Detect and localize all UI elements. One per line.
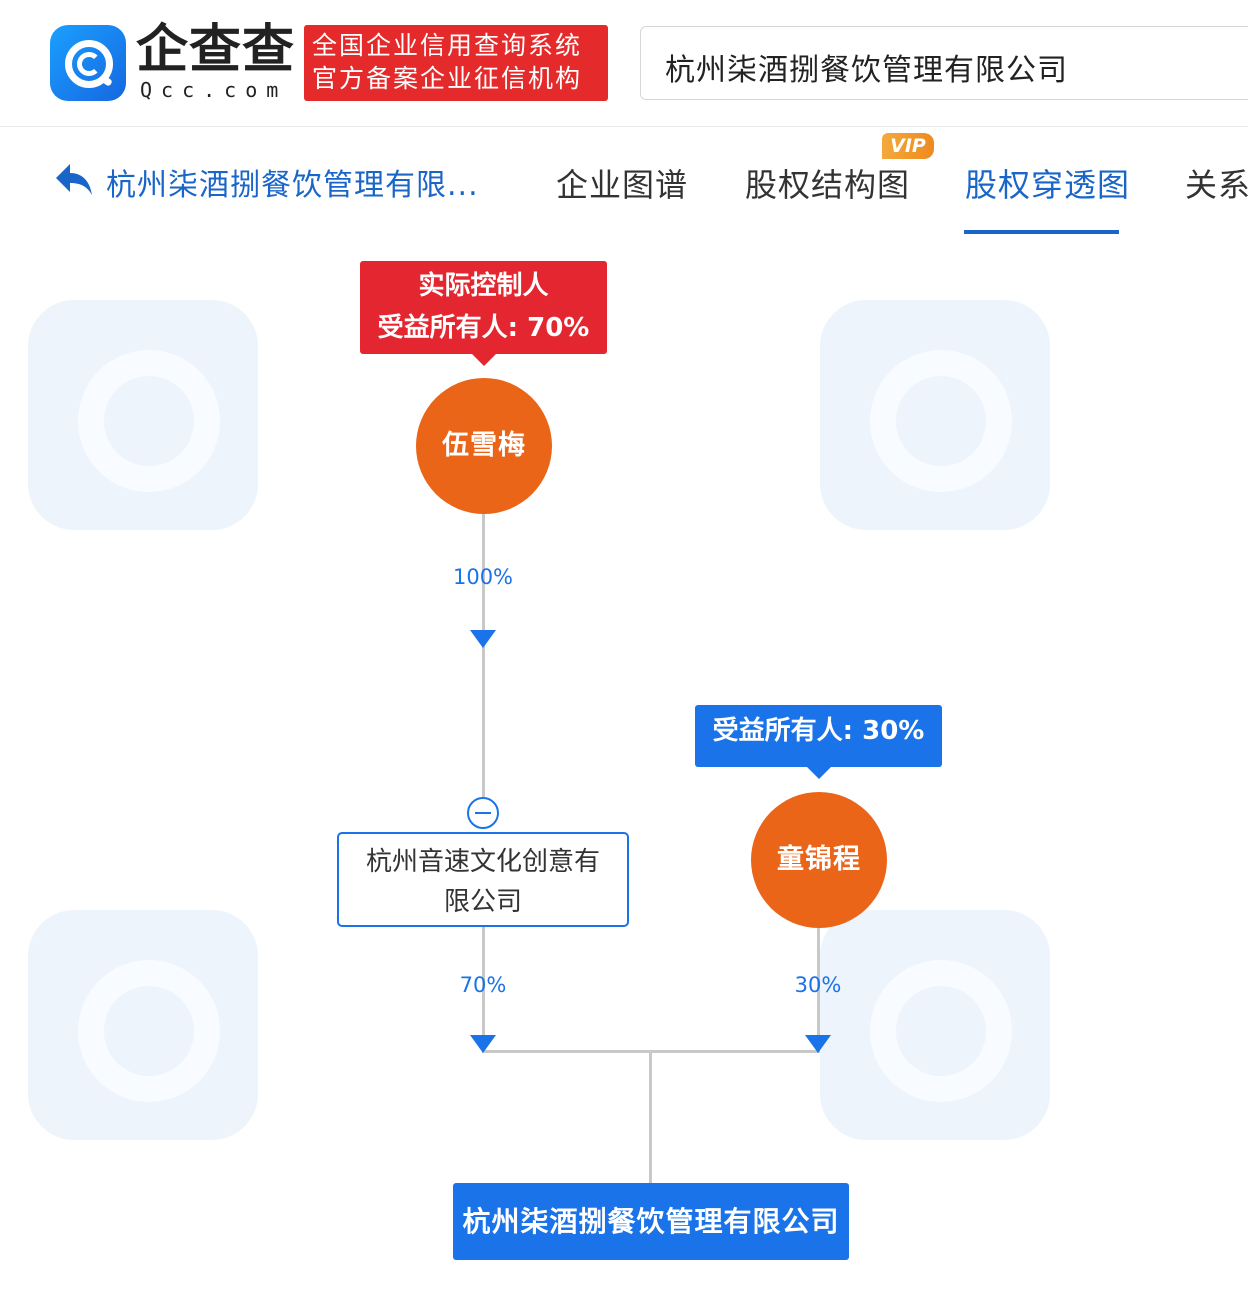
- down-arrow-icon: [470, 630, 496, 648]
- company-title-link[interactable]: 杭州柒酒捌餐饮管理有限...: [106, 168, 479, 203]
- qcc-logo-icon[interactable]: [50, 25, 126, 101]
- back-arrow-icon[interactable]: [54, 162, 94, 198]
- edge-person2-down: [817, 926, 820, 1052]
- controller-tag-line-2: 受益所有人: 70%: [377, 313, 590, 343]
- logo-text[interactable]: 企查查: [136, 20, 296, 80]
- top-header: 企查查 Qcc.com 全国企业信用查询系统 官方备案企业征信机构 杭州柒酒捌餐…: [0, 0, 1248, 127]
- beneficial-owner-tag-text: 受益所有人: 30%: [712, 716, 925, 746]
- shareholder-node-1[interactable]: 伍雪梅: [416, 378, 552, 514]
- vip-badge: VIP: [882, 133, 934, 159]
- edge-person1-to-intermediate: [482, 513, 485, 797]
- down-arrow-icon: [805, 1035, 831, 1053]
- actual-controller-tag: 实际控制人 受益所有人: 70%: [360, 261, 607, 366]
- tab-equity-structure[interactable]: 股权结构图: [745, 166, 911, 204]
- intermediate-company-line-1: 杭州音速文化创意有: [365, 847, 600, 877]
- collapse-icon[interactable]: [467, 797, 499, 829]
- down-arrow-icon: [470, 1035, 496, 1053]
- tab-equity-penetration[interactable]: 股权穿透图: [965, 166, 1131, 204]
- slogan-line-1: 全国企业信用查询系统: [312, 31, 583, 60]
- slogan-banner: 全国企业信用查询系统 官方备案企业征信机构: [304, 25, 608, 101]
- controller-tag-line-1: 实际控制人: [418, 271, 549, 301]
- logo-subtext: Qcc.com: [140, 78, 288, 102]
- edge-pct-label-2: 70%: [459, 973, 507, 997]
- search-input[interactable]: 杭州柒酒捌餐饮管理有限公司: [640, 26, 1248, 100]
- intermediate-company-line-2: 限公司: [443, 887, 522, 917]
- edge-pct-label-3: 30%: [794, 973, 842, 997]
- slogan-line-2: 官方备案企业征信机构: [312, 64, 583, 93]
- shareholder-node-2[interactable]: 童锦程: [751, 792, 887, 928]
- edge-to-target: [649, 1050, 652, 1183]
- search-input-value: 杭州柒酒捌餐饮管理有限公司: [665, 53, 1068, 88]
- tab-relations[interactable]: 关系: [1185, 166, 1248, 204]
- tab-enterprise-graph[interactable]: 企业图谱: [556, 166, 689, 204]
- beneficial-owner-tag: 受益所有人: 30%: [695, 705, 942, 779]
- edge-pct-label-1: 100%: [452, 565, 514, 589]
- target-company-node[interactable]: 杭州柒酒捌餐饮管理有限公司: [453, 1183, 849, 1260]
- intermediate-company-node[interactable]: 杭州音速文化创意有 限公司: [337, 832, 629, 927]
- edge-intermediate-down: [482, 927, 485, 1052]
- active-tab-indicator: [964, 230, 1119, 234]
